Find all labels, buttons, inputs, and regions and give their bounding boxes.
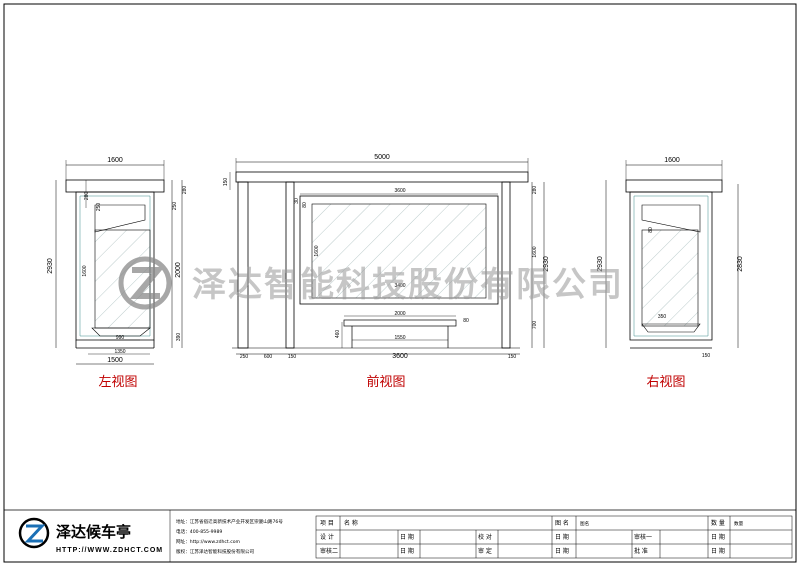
brand-name: 泽达候车亭 [56, 523, 131, 541]
front-d150b: 150 [288, 354, 297, 360]
bench-d460: 460 [335, 330, 341, 339]
tb-review2: 审核二 [320, 547, 338, 555]
sheet-border [3, 3, 797, 563]
left-inner-bottom: 1350 [114, 349, 125, 355]
watermark-text: 泽达智能科技股份有限公司 [192, 265, 624, 305]
front-d2930: 2930 [543, 256, 550, 272]
front-d150: 150 [223, 178, 229, 187]
watermark: 泽达智能科技股份有限公司 [118, 256, 624, 310]
bench-width: 2000 [394, 311, 405, 317]
bench-d80: 80 [463, 318, 469, 324]
right-d150: 150 [702, 353, 711, 359]
tb-drawing-name: 图 名 [555, 519, 569, 527]
front-d1600: 1600 [314, 245, 320, 256]
left-d250: 250 [96, 203, 102, 212]
tb-audit: 审 定 [478, 547, 492, 555]
tb-date1: 日 期 [400, 533, 414, 541]
left-top-width: 1600 [107, 157, 123, 164]
left-view: 1600 2930 280 250 1600 250 280 2000 390 … [47, 157, 188, 390]
tb-design: 设 计 [320, 533, 334, 541]
front-d150c: 150 [508, 354, 517, 360]
title-block-text: 项 目 名 称 图 名 图名 数 量 数量 设 计 日 期 校 对 日 期 审核… [320, 519, 744, 555]
right-top-width: 1600 [664, 157, 680, 164]
tb-date4: 日 期 [400, 547, 414, 555]
right-d2830: 2830 [737, 256, 744, 272]
left-view-label: 左视图 [98, 375, 137, 390]
front-d280: 280 [532, 186, 538, 195]
tb-date6: 日 期 [711, 547, 725, 555]
company-copyright: 版权：江苏泽达智能科技股份有限公司 [176, 548, 255, 555]
tb-quantity-val: 数量 [734, 520, 744, 527]
right-view: 1600 2930 2830 80 350 150 右视图 [597, 157, 744, 390]
brand-url: HTTP://WWW.ZDHCT.COM [56, 547, 163, 554]
right-height: 2930 [597, 256, 604, 272]
front-view: 5000 3600 150 30 80 1600 280 1600 2930 7… [223, 154, 550, 390]
front-top-width: 5000 [374, 154, 390, 161]
company-address: 地址：江苏省宿迁高新技术产业开发区崇厦山路76号 [176, 518, 283, 525]
company-website: 网址：http://www.zdhct.com [176, 538, 241, 545]
front-d1600b: 1600 [532, 246, 538, 257]
front-d80: 80 [302, 202, 308, 208]
tb-date2: 日 期 [555, 533, 569, 541]
title-block [315, 515, 793, 559]
left-d280: 280 [84, 192, 90, 201]
front-d700: 700 [532, 321, 538, 330]
watermark-logo-icon [118, 256, 172, 310]
left-d250b: 250 [172, 202, 178, 211]
left-d280b: 280 [182, 186, 188, 195]
left-d2000: 2000 [175, 262, 182, 278]
tb-name: 名 称 [344, 519, 358, 527]
left-inner-sm: 990 [116, 335, 125, 341]
company-info: 地址：江苏省宿迁高新技术产业开发区崇厦山路76号 电话：400-855-9989… [176, 518, 283, 555]
front-d250: 250 [240, 354, 249, 360]
front-panel-width: 3600 [394, 188, 405, 194]
left-d1600: 1600 [82, 265, 88, 276]
left-bottom-width: 1500 [107, 357, 123, 364]
left-height: 2930 [47, 258, 54, 274]
footer-logo: 泽达候车亭 HTTP://WWW.ZDHCT.COM [18, 517, 163, 554]
tb-date5: 日 期 [555, 547, 569, 555]
tb-date3: 日 期 [711, 533, 725, 541]
tb-review1: 审核一 [634, 533, 652, 541]
brand-logo-icon [18, 517, 50, 549]
bench-inner: 1550 [394, 335, 405, 341]
right-view-label: 右视图 [646, 375, 685, 390]
tb-approve: 批 准 [634, 547, 648, 555]
right-d80: 80 [648, 227, 654, 233]
tb-drawing-name-val: 图名 [580, 520, 589, 527]
front-panel-inner: 3400 [394, 283, 405, 289]
front-d600: 600 [264, 354, 273, 360]
front-bottom-width: 3600 [392, 353, 408, 360]
tb-project: 项 目 [320, 520, 334, 527]
tb-proofread: 校 对 [478, 533, 492, 541]
front-d30: 30 [294, 198, 300, 204]
right-d350: 350 [658, 314, 667, 320]
company-phone: 电话：400-855-9989 [176, 528, 222, 535]
left-d390: 390 [176, 333, 182, 342]
front-view-label: 前视图 [366, 374, 405, 390]
tb-quantity: 数 量 [711, 519, 725, 527]
